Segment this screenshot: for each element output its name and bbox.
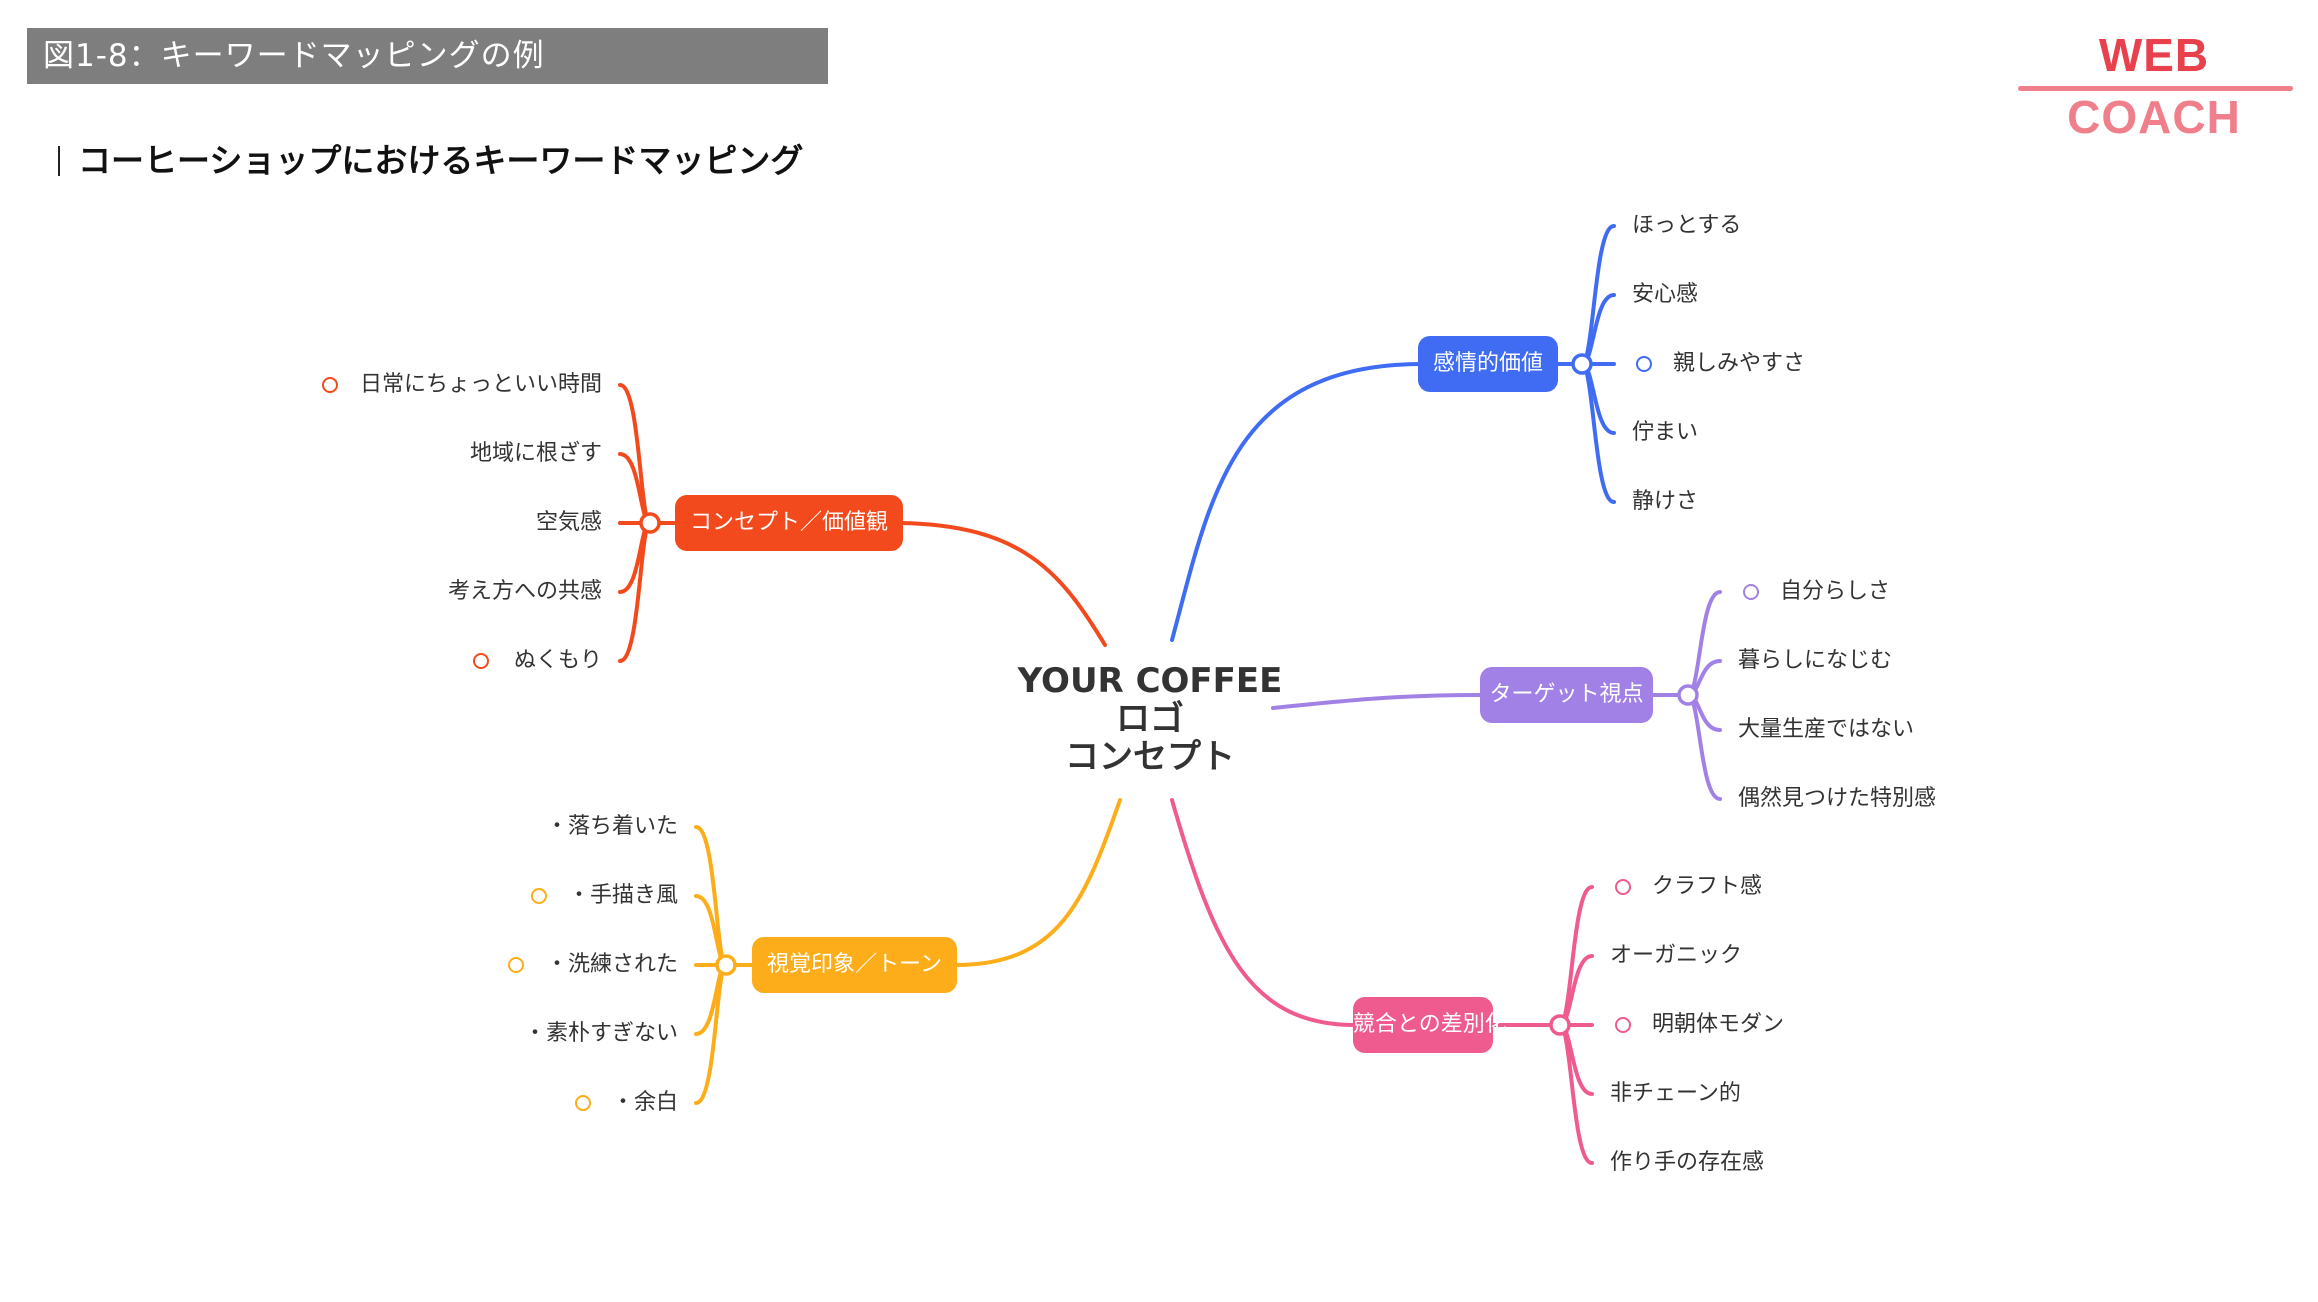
- leaf-competition-2: オーガニック: [1610, 943, 1743, 968]
- leaf-emotion-2: 安心感: [1632, 282, 1699, 307]
- leaf-competition-5: 作り手の存在感: [1610, 1150, 1765, 1175]
- leaf-emotion-5: 静けさ: [1632, 489, 1699, 514]
- leaf-target-2: 暮らしになじむ: [1738, 648, 1893, 673]
- leaf-concept-4: 考え方への共感: [447, 579, 602, 604]
- marker-ring: [575, 1095, 591, 1111]
- marker-ring: [1615, 879, 1631, 895]
- junction-visual: [715, 954, 737, 976]
- figure-label: 図1-8：キーワードマッピングの例: [27, 28, 828, 84]
- junction-emotion: [1571, 353, 1593, 375]
- subtitle-marker: [58, 146, 60, 176]
- marker-ring: [1636, 356, 1652, 372]
- branch-emotion: 感情的価値: [1418, 336, 1558, 392]
- marker-ring: [473, 653, 489, 669]
- marker-ring: [322, 377, 338, 393]
- branch-concept: コンセプト／価値観: [675, 495, 903, 551]
- leaf-competition-1: クラフト感: [1652, 874, 1763, 899]
- leaf-emotion-4: 佇まい: [1632, 420, 1699, 445]
- leaf-visual-5: ・余白: [611, 1090, 678, 1115]
- connector-visual: [953, 798, 1122, 967]
- branch-visual: 視覚印象／トーン: [752, 937, 957, 993]
- leaf-visual-2: ・手描き風: [567, 883, 678, 908]
- leaf-concept-2: 地域に根ざす: [469, 441, 602, 466]
- leaf-target-1: 自分らしさ: [1780, 579, 1891, 604]
- leaf-target-4: 偶然見つけた特別感: [1738, 786, 1937, 811]
- marker-ring: [508, 957, 524, 973]
- leaf-visual-3: ・洗練された: [545, 952, 678, 977]
- brand-underline: [2018, 86, 2293, 91]
- marker-ring: [531, 888, 547, 904]
- leaf-emotion-3: 親しみやすさ: [1673, 351, 1806, 376]
- junction-concept: [639, 512, 661, 534]
- branch-target: ターゲット視点: [1480, 667, 1653, 723]
- leaf-competition-4: 非チェーン的: [1610, 1081, 1741, 1106]
- junction-competition: [1549, 1014, 1571, 1036]
- connector-target: [1271, 693, 1482, 710]
- leaf-visual-4: ・素朴すぎない: [523, 1021, 678, 1046]
- marker-ring: [1743, 584, 1759, 600]
- section-subtitle: コーヒーショップにおけるキーワードマッピング: [78, 141, 804, 180]
- branch-competition: 競合との差別化: [1353, 997, 1507, 1053]
- leaf-concept-1: 日常にちょっといい時間: [359, 372, 602, 397]
- leaf-emotion-1: ほっとする: [1632, 213, 1742, 238]
- connector-concept: [898, 521, 1107, 647]
- connector-competition: [1170, 798, 1357, 1027]
- brand-logo: WEB COACH: [2067, 29, 2241, 143]
- central-topic: YOUR COFFEE ロゴ コンセプト: [1017, 661, 1283, 777]
- connector-emotion: [1170, 362, 1422, 642]
- leaf-concept-5: ぬくもり: [513, 648, 602, 673]
- marker-ring: [1615, 1017, 1631, 1033]
- leaf-concept-3: 空気感: [535, 510, 602, 535]
- leaf-competition-3: 明朝体モダン: [1652, 1012, 1785, 1037]
- leaf-target-3: 大量生産ではない: [1738, 717, 1915, 742]
- junction-target: [1677, 684, 1699, 706]
- leaf-visual-1: ・落ち着いた: [545, 814, 678, 839]
